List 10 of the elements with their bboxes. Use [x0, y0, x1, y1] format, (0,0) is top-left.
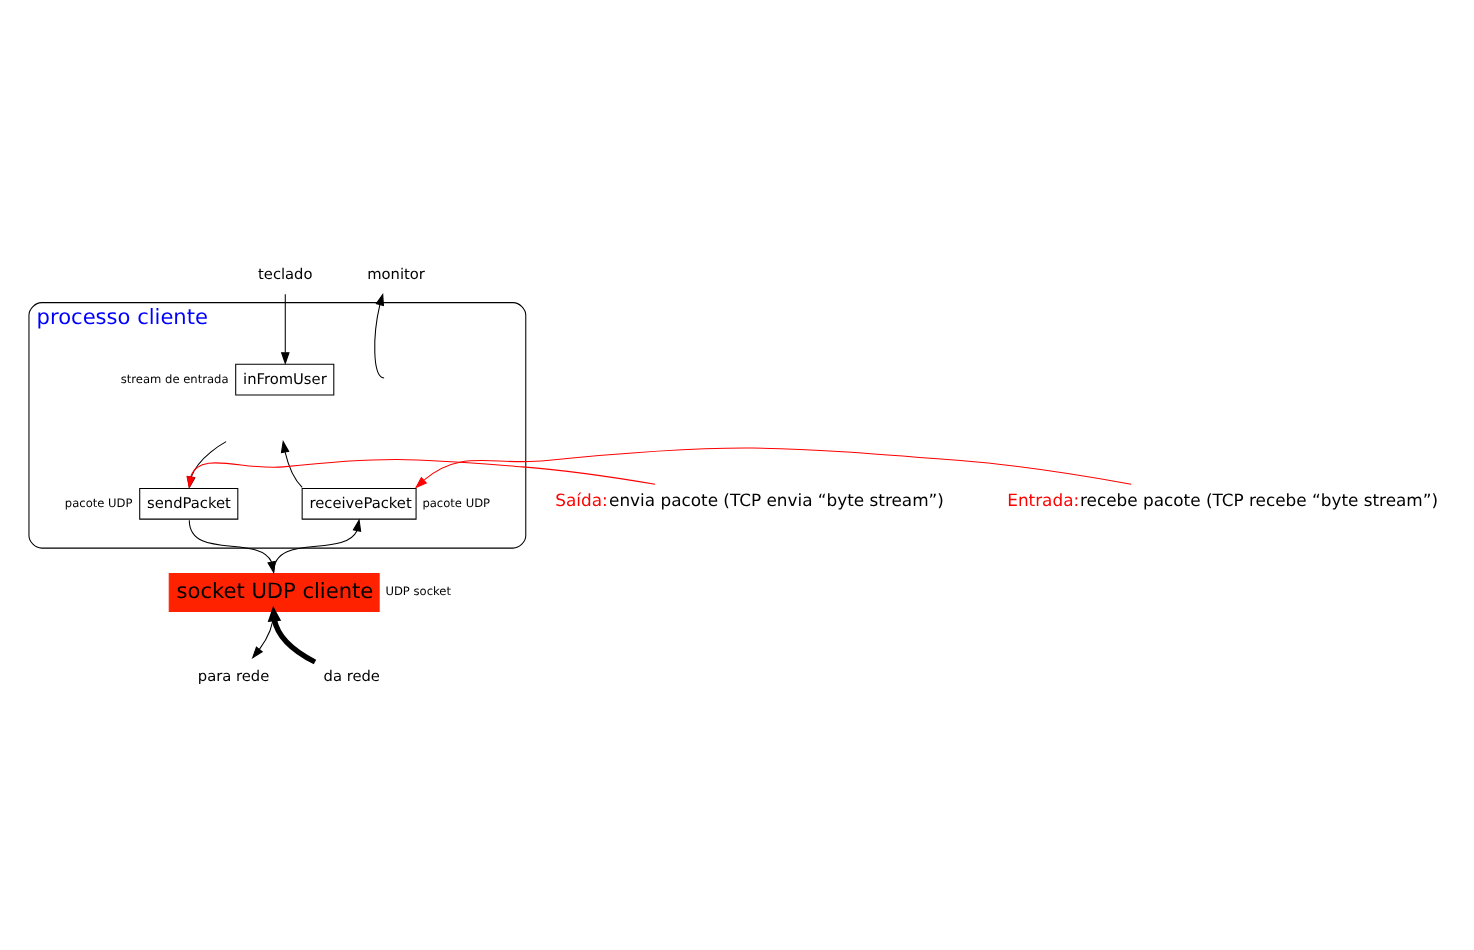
arrow [374, 291, 385, 378]
arrow [414, 446, 1132, 488]
arrow [273, 517, 362, 572]
arrow [267, 604, 317, 664]
node-text: Entrada:recebe pacote (TCP recebe “byte stream”) [1007, 489, 1439, 510]
arrow [280, 292, 290, 364]
arrow [186, 440, 227, 489]
arrow [186, 457, 656, 489]
node-text: Saída:envia pacote (TCP envia “byte stream”) [555, 489, 944, 510]
arrow [280, 439, 303, 487]
